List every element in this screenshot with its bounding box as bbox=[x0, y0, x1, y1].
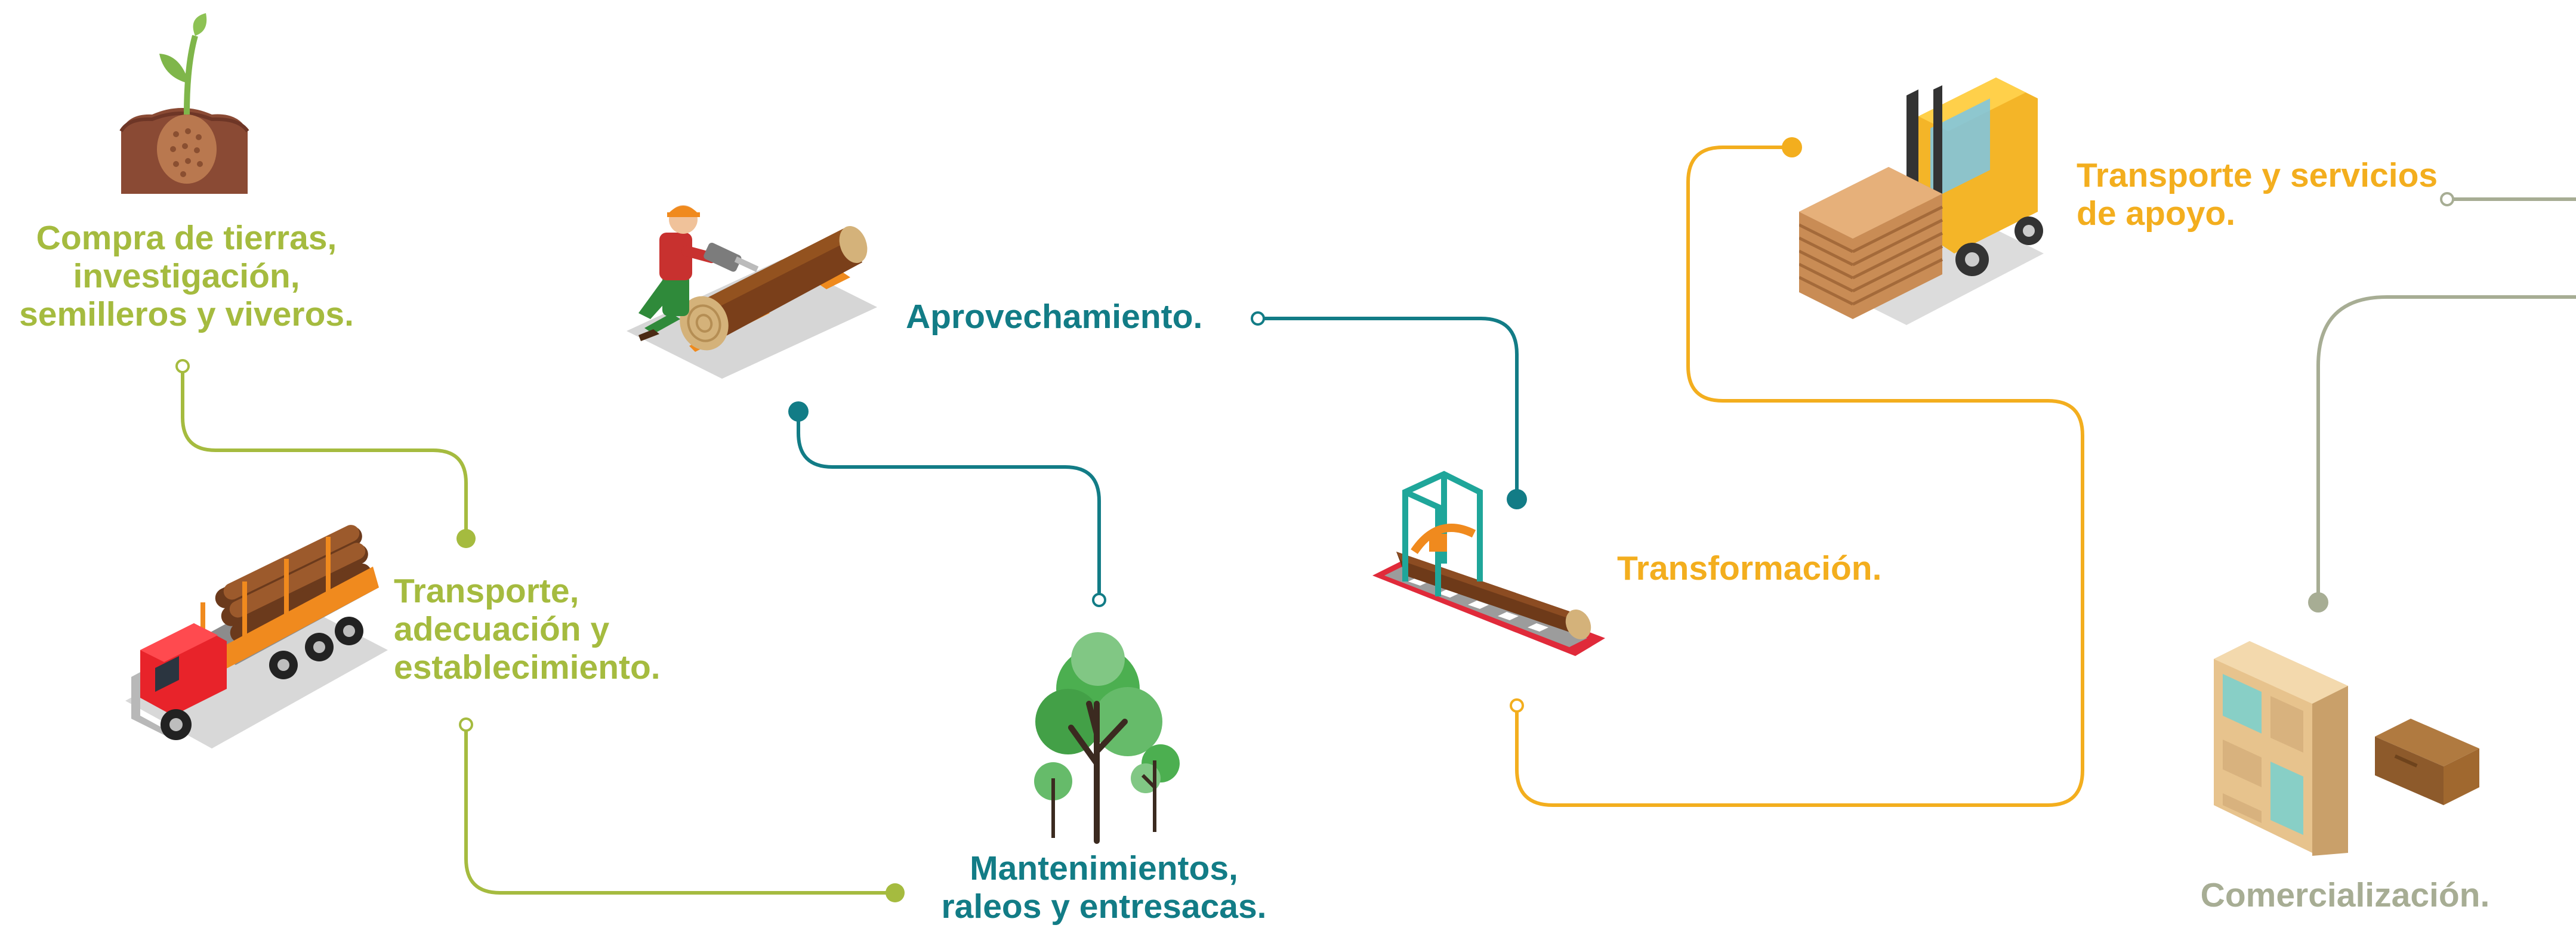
connector-start-dot bbox=[1510, 698, 1524, 713]
connector-end-dot bbox=[1782, 137, 1802, 157]
stage-label-line: investigación, bbox=[73, 256, 300, 295]
stage-label-line: semilleros y viveros. bbox=[19, 295, 354, 333]
stage-label-line: Aprovechamiento. bbox=[906, 298, 1203, 336]
stage-label-line: Transformación. bbox=[1617, 549, 1882, 587]
connector-start-dot bbox=[459, 717, 473, 732]
stage-label-mantenimientos: Mantenimientos, raleos y entresacas. bbox=[922, 849, 1286, 926]
log-truck-icon bbox=[125, 525, 388, 748]
wooden-furniture-icon bbox=[2214, 641, 2479, 856]
connector-start-dot bbox=[1092, 593, 1106, 607]
stage-label-line: Transporte y servicios bbox=[2077, 156, 2438, 194]
connector-aprovechamiento-transformacion bbox=[1258, 317, 1519, 498]
stage-label-aprovechamiento: Aprovechamiento. bbox=[906, 298, 1202, 336]
connector-end-dot bbox=[456, 529, 476, 548]
stage-label-line: establecimiento. bbox=[394, 648, 661, 686]
stage-label-transformacion: Transformación. bbox=[1617, 549, 1882, 588]
connector-end-dot bbox=[788, 401, 809, 422]
stage-label-line: Transporte, bbox=[394, 572, 579, 610]
stage-label-line: adecuación y bbox=[394, 610, 610, 648]
stage-label-line: Comercialización. bbox=[2200, 876, 2490, 914]
connector-servicios-comercializacion bbox=[2316, 197, 2576, 602]
connector-start-dot bbox=[1251, 311, 1265, 326]
connector-transformacion-servicios bbox=[1515, 146, 2084, 807]
connector-transporte-mantenimientos bbox=[464, 725, 895, 895]
stage-label-comercializacion: Comercialización. bbox=[2172, 876, 2518, 915]
stage-label-transporte: Transporte, adecuación y establecimiento… bbox=[394, 572, 661, 686]
connector-end-dot bbox=[886, 883, 905, 902]
connector-start-dot bbox=[2440, 192, 2454, 206]
trees-icon bbox=[1034, 632, 1180, 844]
stage-label-compra: Compra de tierras, investigación, semill… bbox=[12, 219, 361, 333]
stage-label-line: de apoyo. bbox=[2077, 194, 2236, 233]
sawmill-icon bbox=[1372, 471, 1605, 656]
forklift-pallets-icon bbox=[1799, 78, 2044, 325]
stage-label-line: raleos y entresacas. bbox=[941, 887, 1267, 926]
stage-label-line: Compra de tierras, bbox=[36, 219, 337, 257]
lumberjack-chainsaw-icon bbox=[627, 205, 877, 379]
seedling-icon bbox=[119, 13, 249, 194]
connector-compra-transporte bbox=[181, 366, 468, 539]
stage-label-line: Mantenimientos, bbox=[970, 849, 1238, 887]
connector-end-dot bbox=[1507, 489, 1527, 509]
connector-mantenimientos-aprovechamiento bbox=[797, 412, 1101, 600]
connector-start-dot bbox=[175, 359, 190, 373]
connector-end-dot bbox=[2308, 592, 2328, 613]
stage-label-servicios: Transporte y servicios de apoyo. bbox=[2077, 156, 2438, 233]
